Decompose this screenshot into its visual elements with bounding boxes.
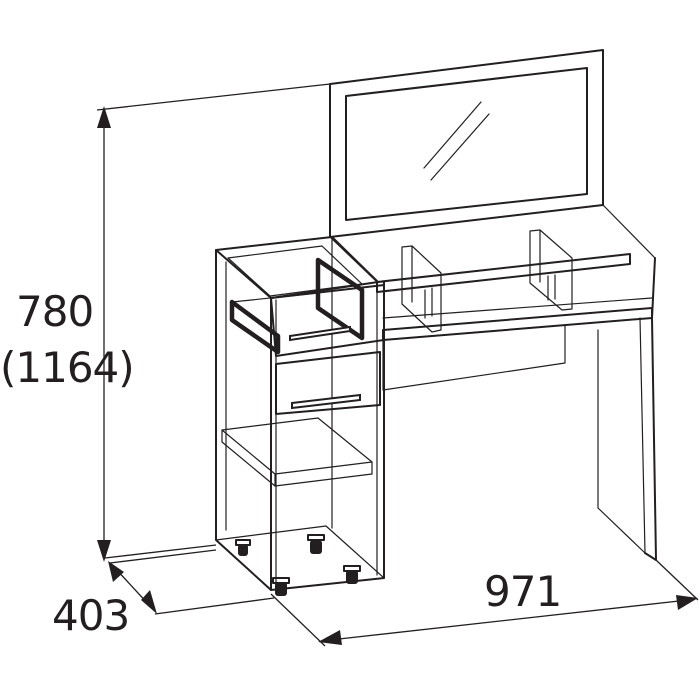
depth-arrow-front <box>141 590 157 614</box>
open-drawer <box>229 257 385 357</box>
right-leg-thickness <box>639 317 646 554</box>
width-arrow-left <box>318 630 342 645</box>
drawer-side-right <box>315 257 365 341</box>
width-label: 971 <box>484 567 561 616</box>
height-alt-label: (1164) <box>0 343 134 392</box>
pedestal-shelves <box>221 417 373 487</box>
casters <box>235 534 361 596</box>
dimension-lines <box>96 83 699 647</box>
drawer-handle-bottom <box>291 393 361 410</box>
height-arrow-top <box>97 106 111 128</box>
height-arrow-bottom <box>97 540 111 562</box>
pedestal <box>215 236 385 591</box>
drawer-handle-top <box>289 325 351 342</box>
pedestal-front <box>270 281 385 591</box>
drawer-back-edge <box>231 292 319 303</box>
modesty-panel <box>382 324 566 391</box>
height-label: 780 <box>16 287 93 336</box>
lower-drawer-front <box>275 351 381 415</box>
table-top <box>329 204 656 391</box>
compartment-floor <box>382 297 653 319</box>
depth-arrow-back <box>108 561 124 582</box>
mirror-glass-edge <box>345 67 588 221</box>
depth-extension-back <box>109 549 217 564</box>
mirror <box>329 49 604 238</box>
right-leg-front <box>644 317 657 561</box>
shelf-middle-side <box>221 441 276 487</box>
mirror-frame-outer <box>329 49 604 238</box>
width-dimension-line <box>329 599 689 641</box>
right-leg <box>597 317 657 561</box>
lower-drawer <box>275 351 381 415</box>
mirror-reflection-line-2 <box>430 113 490 181</box>
height-extension-bottom <box>104 544 217 559</box>
right-leg-inner <box>597 329 646 554</box>
caster-front-right <box>343 565 361 584</box>
caster-front-left <box>272 577 290 596</box>
shelf-middle-front <box>274 473 373 487</box>
top-right-edge <box>602 204 656 259</box>
drawer-side-left <box>229 299 281 355</box>
width-arrow-right <box>676 595 698 610</box>
shelf-middle <box>221 417 373 475</box>
pedestal-top-inner <box>227 245 363 297</box>
depth-extension-front <box>154 597 275 615</box>
drawer-front <box>270 284 385 357</box>
depth-label: 403 <box>52 591 129 640</box>
width-extension-left <box>270 593 326 647</box>
caster-back-right <box>307 534 325 554</box>
caster-back-left <box>235 539 251 556</box>
divider-right <box>529 229 573 311</box>
mirror-reflection-line-1 <box>423 101 482 169</box>
top-front-rail <box>376 253 631 293</box>
width-extension-right <box>655 559 699 601</box>
right-top-side <box>651 257 656 319</box>
height-extension-top <box>96 83 331 111</box>
pedestal-bottom <box>215 525 385 591</box>
